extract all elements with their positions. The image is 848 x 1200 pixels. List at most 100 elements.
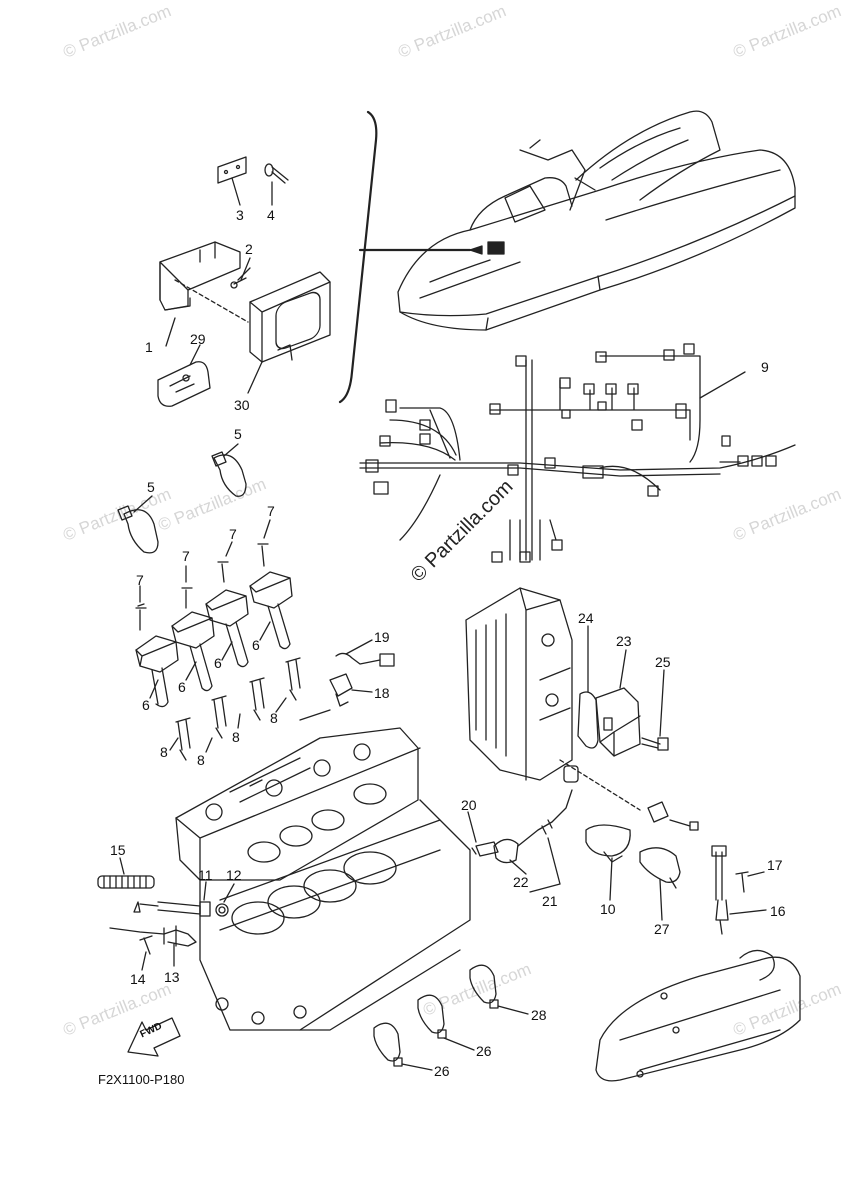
- plate-3[interactable]: [217, 156, 247, 184]
- leader-8a: [169, 737, 179, 751]
- leader-18: [351, 689, 373, 693]
- screw-4[interactable]: [264, 163, 289, 184]
- callout-21[interactable]: 21: [542, 893, 558, 909]
- spark-plug-8[interactable]: [211, 695, 227, 739]
- leader-25: [659, 669, 665, 737]
- callout-17[interactable]: 17: [767, 857, 783, 873]
- callout-30[interactable]: 30: [234, 397, 250, 413]
- band-28[interactable]: [469, 964, 499, 1009]
- leader-8b: [205, 737, 213, 753]
- ignition-coil-6[interactable]: [249, 571, 293, 650]
- callout-25[interactable]: 25: [655, 654, 671, 670]
- coil-bolt-7[interactable]: [181, 587, 193, 609]
- sensor-11[interactable]: [133, 901, 211, 917]
- key-fob-29[interactable]: [157, 361, 211, 407]
- callout-6b[interactable]: 6: [178, 679, 186, 695]
- wire-harness-9[interactable]: [359, 343, 796, 563]
- sensor-16[interactable]: [711, 845, 729, 935]
- callout-5a[interactable]: 5: [234, 426, 242, 442]
- callout-3[interactable]: 3: [236, 207, 244, 223]
- callout-7b[interactable]: 7: [182, 548, 190, 564]
- callout-23[interactable]: 23: [616, 633, 632, 649]
- band-26[interactable]: [373, 1022, 403, 1067]
- wire-sleeve-15[interactable]: [97, 875, 155, 889]
- band-27[interactable]: [639, 847, 681, 889]
- leader-11: [203, 881, 207, 901]
- harness-connector-19[interactable]: [335, 652, 395, 667]
- leader-26b: [443, 1037, 475, 1051]
- callout-8c[interactable]: 8: [232, 729, 240, 745]
- callout-28[interactable]: 28: [531, 1007, 547, 1023]
- ecu-bracket-1[interactable]: [159, 241, 241, 311]
- bolt-17[interactable]: [735, 871, 749, 893]
- gasket-24[interactable]: [577, 691, 599, 749]
- callout-1[interactable]: 1: [145, 339, 153, 355]
- leader-9: [699, 371, 746, 399]
- band-26[interactable]: [417, 994, 447, 1039]
- coil-bolt-7[interactable]: [217, 561, 229, 583]
- bolt-14[interactable]: [139, 935, 153, 955]
- leader-19: [345, 639, 373, 655]
- gasket-12[interactable]: [215, 903, 229, 917]
- sensor-13[interactable]: [109, 925, 197, 947]
- sensor-20[interactable]: [471, 841, 499, 857]
- callout-18[interactable]: 18: [374, 685, 390, 701]
- leader-16: [729, 909, 767, 915]
- ecu-box-30[interactable]: [249, 271, 331, 363]
- clamp-bracket[interactable]: [647, 801, 699, 831]
- callout-9[interactable]: 9: [761, 359, 769, 375]
- callout-12[interactable]: 12: [226, 867, 242, 883]
- rectifier-23[interactable]: [595, 687, 641, 757]
- band-5[interactable]: [117, 505, 159, 554]
- callout-14[interactable]: 14: [130, 971, 146, 987]
- callout-7c[interactable]: 7: [229, 526, 237, 542]
- leader-23: [619, 649, 627, 689]
- callout-27[interactable]: 27: [654, 921, 670, 937]
- callout-26b[interactable]: 26: [434, 1063, 450, 1079]
- callout-29[interactable]: 29: [190, 331, 206, 347]
- coil-bolt-7[interactable]: [257, 543, 269, 567]
- callout-6a[interactable]: 6: [142, 697, 150, 713]
- callout-6d[interactable]: 6: [252, 637, 260, 653]
- callout-19[interactable]: 19: [374, 629, 390, 645]
- spark-plug-8[interactable]: [285, 657, 301, 701]
- callout-2[interactable]: 2: [245, 241, 253, 257]
- band-10[interactable]: [585, 824, 631, 863]
- callout-16[interactable]: 16: [770, 903, 786, 919]
- coil-bolt-7[interactable]: [135, 603, 147, 631]
- ignition-coil-6[interactable]: [205, 589, 249, 668]
- sensor-22[interactable]: [493, 838, 519, 864]
- callout-8a[interactable]: 8: [160, 744, 168, 760]
- spark-plug-8[interactable]: [175, 717, 191, 761]
- callout-13[interactable]: 13: [164, 969, 180, 985]
- sensor-18[interactable]: [329, 673, 353, 707]
- leader-27: [659, 879, 663, 921]
- ignition-coil-6[interactable]: [135, 635, 179, 708]
- callout-6c[interactable]: 6: [214, 655, 222, 671]
- callout-24[interactable]: 24: [578, 610, 594, 626]
- callout-26a[interactable]: 26: [476, 1043, 492, 1059]
- spark-plug-8[interactable]: [249, 677, 265, 721]
- callout-22[interactable]: 22: [513, 874, 529, 890]
- callout-15[interactable]: 15: [110, 842, 126, 858]
- leader-12: [223, 883, 235, 903]
- bolt-25[interactable]: [641, 737, 669, 751]
- leader-10: [609, 857, 613, 901]
- callout-7a[interactable]: 7: [136, 572, 144, 588]
- callout-8d[interactable]: 8: [270, 710, 278, 726]
- callout-11[interactable]: 11: [198, 867, 213, 883]
- callout-4[interactable]: 4: [267, 207, 275, 223]
- callout-5b[interactable]: 5: [147, 479, 155, 495]
- harness-21[interactable]: [517, 765, 579, 847]
- callout-20[interactable]: 20: [461, 797, 477, 813]
- leader-1: [165, 317, 176, 347]
- leader-6d: [259, 621, 271, 641]
- callout-8b[interactable]: 8: [197, 752, 205, 768]
- callout-7d[interactable]: 7: [267, 503, 275, 519]
- leader-7d: [263, 519, 271, 539]
- group-bracket: [338, 110, 378, 404]
- callout-10[interactable]: 10: [600, 901, 616, 917]
- leader-21: [529, 837, 561, 893]
- band-5[interactable]: [211, 451, 247, 497]
- ignition-coil-6[interactable]: [171, 611, 215, 692]
